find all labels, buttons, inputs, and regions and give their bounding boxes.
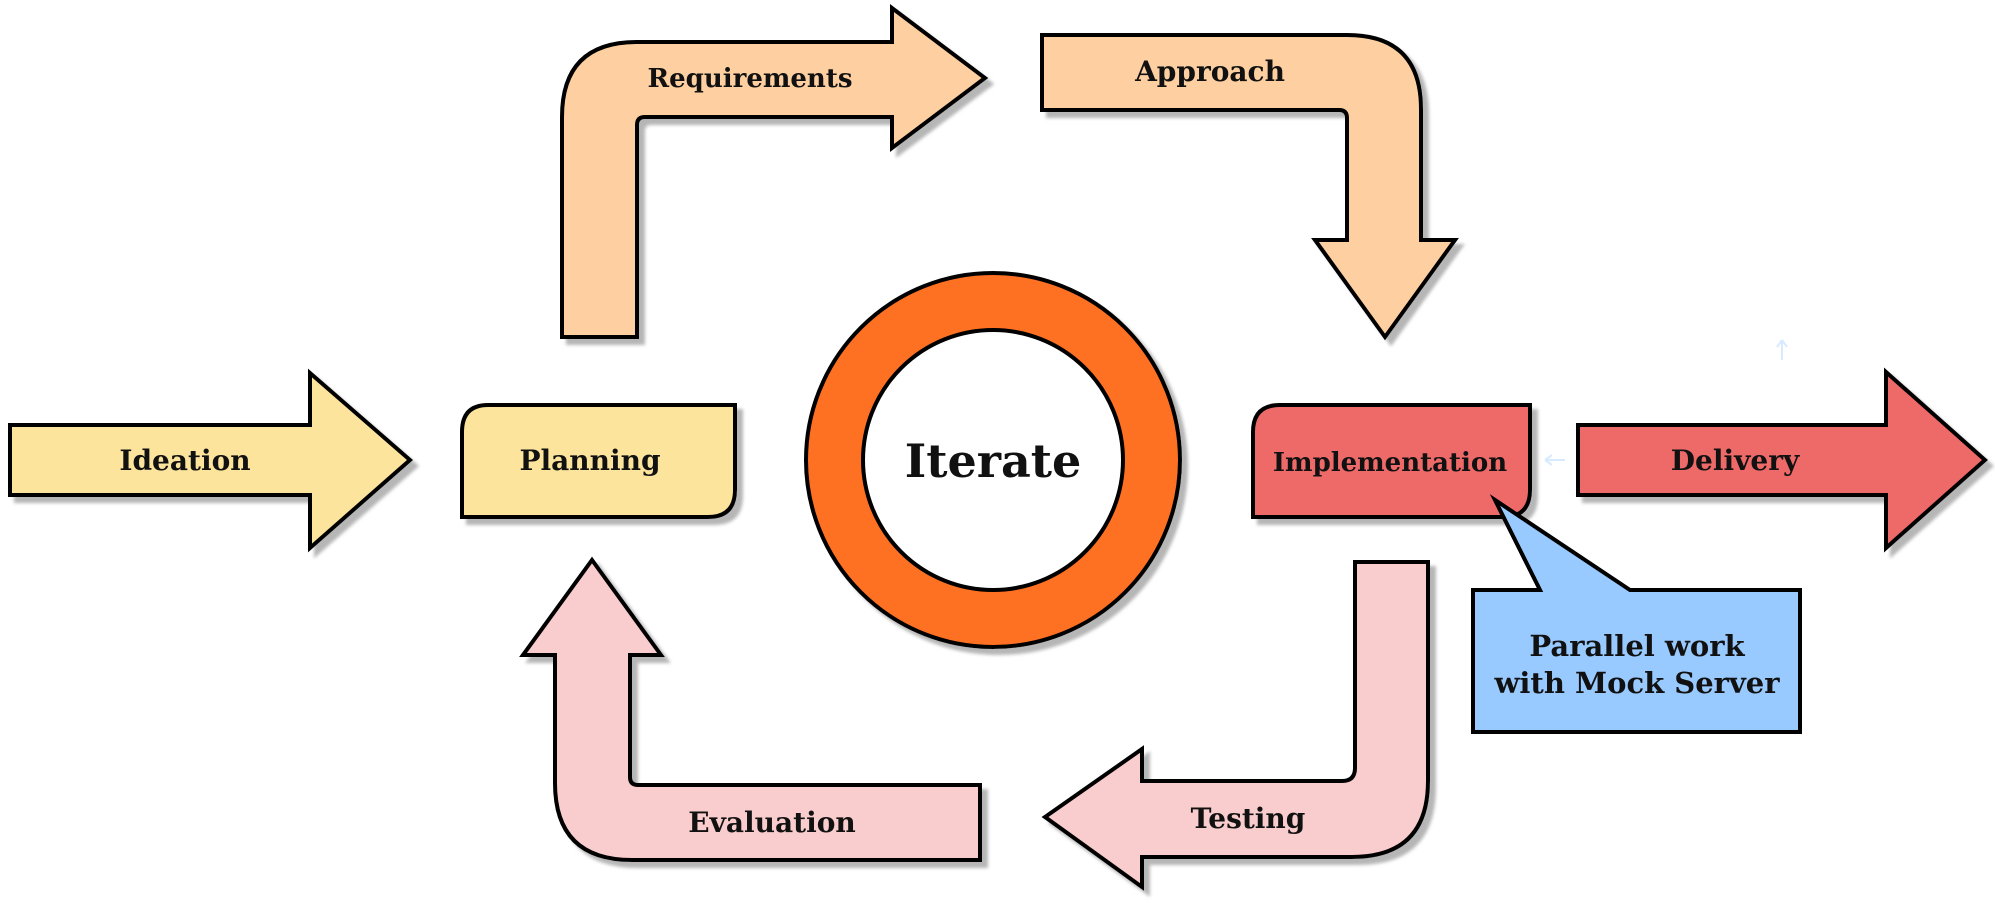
implementation-box: Implementation bbox=[1251, 403, 1532, 519]
ideation-arrow: Ideation bbox=[8, 368, 414, 553]
evaluation-arrow: Evaluation bbox=[519, 556, 982, 862]
planning-label: Planning bbox=[519, 444, 660, 477]
callout-line-1: Parallel work bbox=[1529, 629, 1745, 663]
ideation-arrow-shape bbox=[8, 368, 414, 553]
evaluation-label: Evaluation bbox=[688, 806, 856, 839]
requirements-arrow: Requirements bbox=[560, 3, 989, 339]
ideation-label: Ideation bbox=[119, 444, 250, 477]
planning-box: Planning bbox=[460, 403, 737, 519]
delivery-label: Delivery bbox=[1671, 444, 1800, 477]
callout-line-2: with Mock Server bbox=[1493, 666, 1780, 700]
approach-arrow: Approach bbox=[1040, 33, 1459, 341]
approach-arrow-shape bbox=[1040, 33, 1459, 341]
left-arrow-hint-icon bbox=[1544, 454, 1565, 466]
iterate-ring: Iterate bbox=[804, 271, 1182, 649]
connector-hints bbox=[1544, 339, 1788, 466]
up-arrow-hint-icon bbox=[1776, 339, 1788, 360]
iterate-ring-inner bbox=[861, 328, 1125, 592]
testing-label: Testing bbox=[1191, 802, 1306, 835]
requirements-label: Requirements bbox=[648, 64, 853, 94]
planning-box-shape bbox=[460, 403, 737, 519]
callout-shape bbox=[1471, 494, 1802, 734]
testing-arrow: Testing bbox=[1041, 560, 1430, 891]
delivery-arrow-shape bbox=[1576, 367, 1989, 553]
testing-arrow-shape bbox=[1041, 560, 1430, 891]
approach-label: Approach bbox=[1134, 55, 1285, 88]
delivery-arrow: Delivery bbox=[1576, 367, 1989, 553]
evaluation-arrow-shape bbox=[519, 556, 982, 862]
implementation-label: Implementation bbox=[1273, 448, 1507, 478]
iterate-label: Iterate bbox=[905, 434, 1082, 488]
mock-server-callout: Parallel work with Mock Server bbox=[1471, 494, 1802, 734]
